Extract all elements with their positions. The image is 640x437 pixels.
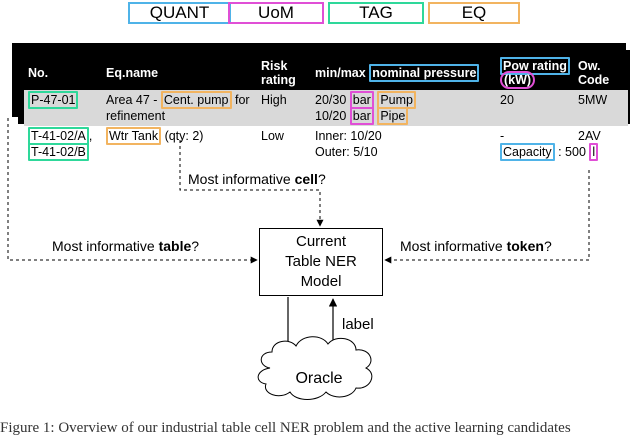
pressure-value-2: 10/20 bbox=[315, 109, 350, 123]
cell-suffix: ? bbox=[317, 171, 326, 187]
header-minmax-text: min/max bbox=[315, 66, 366, 80]
oracle-cloud bbox=[257, 336, 373, 400]
model-line-3: Model bbox=[300, 273, 342, 290]
uom-bar-1: bar bbox=[349, 91, 374, 109]
eq-prefix: Area 47 - bbox=[106, 93, 161, 107]
header-risk: Risk rating bbox=[257, 56, 311, 90]
header-pow: Pow rating (kW) bbox=[496, 56, 574, 90]
tag-t-41-02-b: T-41-02/B bbox=[28, 143, 89, 161]
cell-arrow bbox=[179, 140, 324, 227]
token-suffix: ? bbox=[543, 238, 552, 254]
eq-suffix: for refinement bbox=[106, 93, 250, 123]
table-row: T-41-02/A,T-41-02/B Wtr Tank (qty: 2) Lo… bbox=[24, 126, 628, 162]
figure-caption: Figure 1: Overview of our industrial tab… bbox=[0, 420, 571, 436]
cell-no: P-47-01 bbox=[24, 90, 102, 126]
quant-capacity: Capacity bbox=[500, 143, 555, 161]
legend-quant: QUANT bbox=[128, 2, 231, 24]
header-nominal-quant: nominal pressure bbox=[369, 64, 480, 82]
cell-eqname: Wtr Tank (qty: 2) bbox=[102, 126, 257, 162]
header-kw-uom: (kW) bbox=[500, 71, 536, 89]
eq-pipe: Pipe bbox=[377, 107, 409, 125]
label-oracle-feedback: label bbox=[342, 316, 374, 333]
table-bold: table bbox=[158, 238, 192, 254]
legend-eq: EQ bbox=[428, 2, 520, 24]
cell-risk: High bbox=[257, 90, 311, 126]
pressure-value-1: 20/30 bbox=[315, 93, 350, 107]
legend-tag: TAG bbox=[328, 2, 424, 24]
header-no: No. bbox=[24, 56, 102, 90]
cell-pow: -Capacity : 500 l bbox=[496, 126, 599, 162]
cell-pow: 20 bbox=[496, 90, 574, 126]
industrial-table: No. Eq.name Risk rating min/max nominal … bbox=[24, 56, 628, 162]
capacity-value: : 500 bbox=[554, 145, 590, 159]
label-most-informative-token: Most informative token? bbox=[400, 238, 552, 254]
cell-ow: 2AV bbox=[574, 126, 628, 162]
cell-risk: Low bbox=[257, 126, 311, 162]
header-pow-quant: Pow rating bbox=[500, 57, 570, 75]
eq-qty: (qty: 2) bbox=[161, 129, 204, 143]
eq-wtr-tank: Wtr Tank bbox=[106, 127, 162, 145]
header-minmax: min/max nominal pressure bbox=[311, 56, 496, 90]
header-eqname: Eq.name bbox=[102, 56, 257, 90]
header-ow: Ow. Code bbox=[574, 56, 628, 90]
cell-no: T-41-02/A,T-41-02/B bbox=[24, 126, 102, 162]
label-most-informative-cell: Most informative cell? bbox=[188, 171, 326, 187]
table-arrow bbox=[7, 118, 258, 264]
table-row: P-47-01 Area 47 - Cent. pump for refinem… bbox=[24, 90, 628, 126]
table-suffix: ? bbox=[191, 238, 200, 254]
table-prefix: Most informative bbox=[52, 238, 159, 254]
uom-bar-2: bar bbox=[349, 107, 374, 125]
cell-ow: 5MW bbox=[574, 90, 628, 126]
legend-uom: UoM bbox=[228, 2, 324, 24]
cell-prefix: Most informative bbox=[188, 171, 295, 187]
token-prefix: Most informative bbox=[400, 238, 507, 254]
inner-pressure: Inner: 10/20 bbox=[315, 129, 382, 143]
oracle-label: Oracle bbox=[295, 370, 343, 387]
tag-comma: , bbox=[88, 129, 93, 143]
current-table-ner-model: Current Table NER Model bbox=[259, 228, 383, 296]
eq-pump: Pump bbox=[377, 91, 416, 109]
cell-eqname: Area 47 - Cent. pump for refinement bbox=[102, 90, 257, 126]
pow-dash: - bbox=[500, 129, 505, 143]
outer-pressure: Outer: 5/10 bbox=[315, 145, 378, 159]
model-line-2: Table NER bbox=[285, 253, 357, 270]
uom-liter: l bbox=[589, 143, 599, 161]
model-line-1: Current bbox=[295, 233, 347, 250]
token-bold: token bbox=[506, 238, 544, 254]
table-header-row: No. Eq.name Risk rating min/max nominal … bbox=[24, 56, 628, 90]
cell-pressure: 20/30 bar Pump 10/20 bar Pipe bbox=[311, 90, 496, 126]
eq-cent-pump: Cent. pump bbox=[160, 91, 232, 109]
label-most-informative-table: Most informative table? bbox=[52, 238, 199, 254]
cell-bold: cell bbox=[294, 171, 318, 187]
tag-p-47-01: P-47-01 bbox=[28, 91, 79, 109]
tag-t-41-02-a: T-41-02/A bbox=[28, 127, 89, 145]
token-arrow bbox=[384, 170, 590, 264]
